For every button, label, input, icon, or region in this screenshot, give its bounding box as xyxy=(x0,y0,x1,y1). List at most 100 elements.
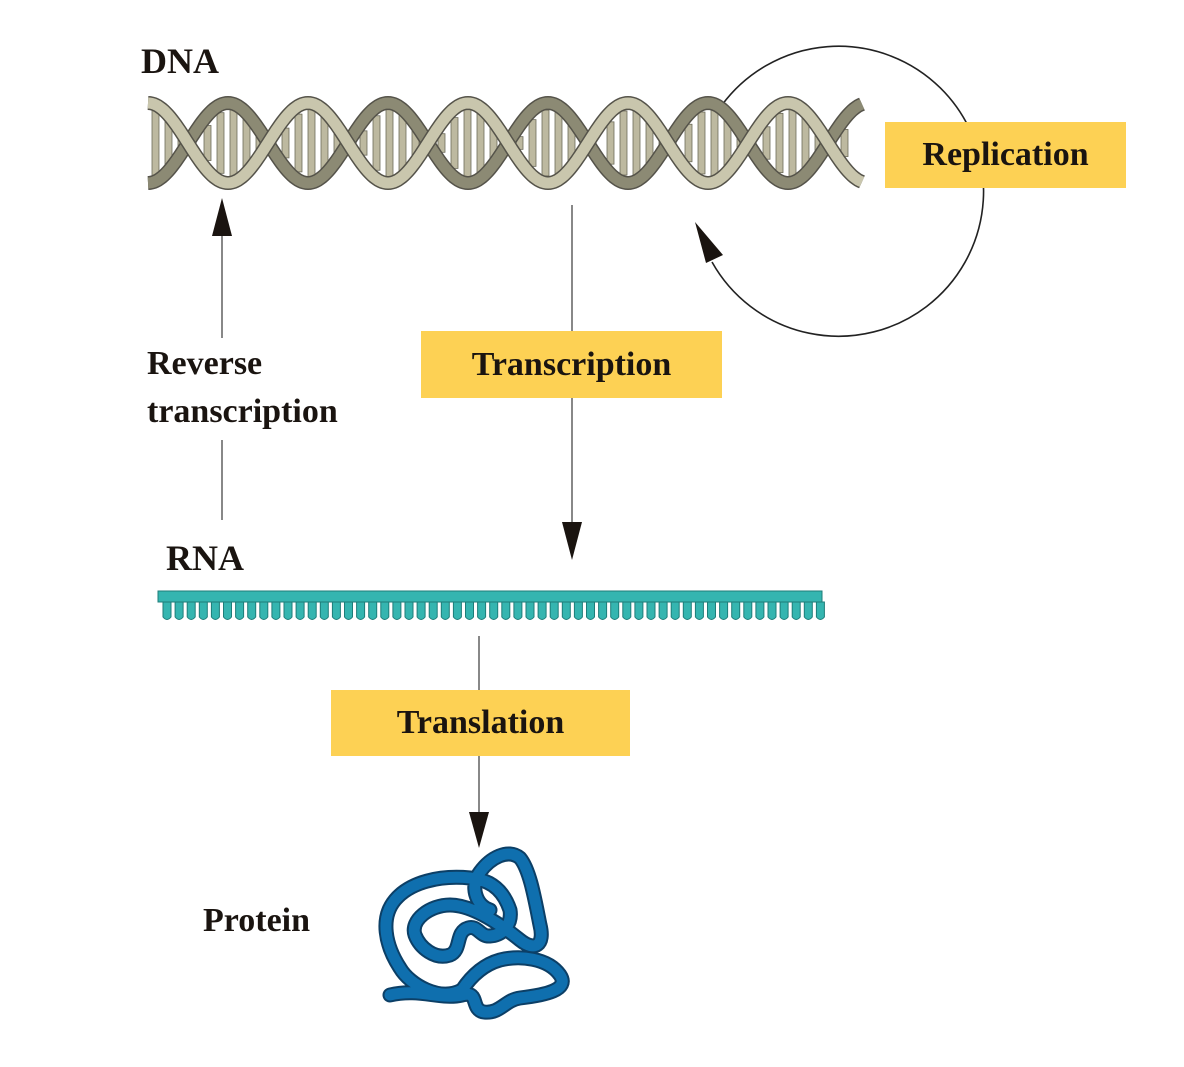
rna-label: RNA xyxy=(166,538,244,578)
rna-base xyxy=(622,601,632,620)
rna-base xyxy=(392,601,402,620)
rna-base xyxy=(477,601,487,620)
rna-base xyxy=(731,601,741,620)
rna-base xyxy=(682,601,692,620)
rna-backbone xyxy=(157,590,823,603)
dna-base-pair xyxy=(476,111,485,175)
dna-base-pair xyxy=(541,109,550,177)
rna-base xyxy=(501,601,511,620)
rna-base xyxy=(428,601,438,620)
dna-double-helix xyxy=(147,95,865,191)
rna-base xyxy=(658,601,668,620)
replication-cycle-arrow xyxy=(711,45,985,337)
reverse-transcription-label-line1: Reverse xyxy=(147,345,263,382)
rna-strand xyxy=(157,590,825,620)
reverse-transcription-label: Reverse transcription xyxy=(147,340,338,436)
dna-base-pair xyxy=(684,123,693,163)
translation-label: Translation xyxy=(396,704,565,741)
rna-base xyxy=(380,601,390,620)
rna-base xyxy=(440,601,450,620)
dna-strand-front xyxy=(147,97,865,189)
rna-base xyxy=(416,601,426,620)
dna-base-pair xyxy=(710,108,719,178)
replication-label: Replication xyxy=(922,136,1089,173)
dna-base-pair xyxy=(632,109,641,177)
rna-base xyxy=(271,601,281,620)
rna-base xyxy=(198,601,208,620)
rna-base xyxy=(223,601,232,620)
transcription-arrowhead xyxy=(562,522,582,560)
dna-base-pair xyxy=(463,109,472,177)
rna-base xyxy=(247,601,257,620)
dna-base-pair xyxy=(372,115,381,171)
replication-arrowhead xyxy=(695,222,723,263)
dna-base-pair xyxy=(385,108,394,178)
rna-base xyxy=(573,601,583,620)
rna-base xyxy=(646,601,656,620)
rna-base xyxy=(465,601,474,620)
rna-base xyxy=(283,601,293,620)
rna-base xyxy=(489,601,499,620)
translation-arrowhead xyxy=(469,812,489,848)
rna-base xyxy=(404,601,414,620)
protein-icon xyxy=(378,846,570,1020)
protein-label: Protein xyxy=(203,902,311,939)
dna-base-pair xyxy=(697,111,706,175)
dna-base-pair xyxy=(294,113,303,173)
dna-base-pair xyxy=(151,109,160,177)
dna-base-pair xyxy=(216,112,225,174)
rna-base xyxy=(331,601,341,620)
dna-base-pair xyxy=(307,108,316,178)
translation-label-box: Translation xyxy=(331,690,630,756)
rna-base xyxy=(779,601,789,620)
rna-base xyxy=(259,601,269,620)
dna-base-pair xyxy=(788,108,797,178)
dna-base-pair xyxy=(775,112,784,174)
rna-base xyxy=(368,601,378,620)
rna-base xyxy=(707,601,716,620)
rna-base xyxy=(452,601,462,620)
rna-base xyxy=(561,601,571,620)
rna-base xyxy=(186,601,196,620)
rna-base xyxy=(162,601,172,620)
rna-base xyxy=(791,601,801,620)
rna-base xyxy=(610,601,620,620)
rna-base xyxy=(537,601,547,620)
rna-base xyxy=(598,601,608,620)
rna-base xyxy=(344,601,353,620)
dna-base-pair xyxy=(606,121,615,165)
rna-base xyxy=(319,601,329,620)
rna-base xyxy=(210,601,220,620)
rna-base xyxy=(235,601,245,620)
dna-base-pair xyxy=(619,110,628,176)
dna-base-pair xyxy=(528,119,537,167)
rna-base xyxy=(356,601,366,620)
rna-base xyxy=(803,601,813,620)
reverse-transcription-label-line2: transcription xyxy=(147,393,338,430)
rna-base xyxy=(815,601,825,620)
rna-base xyxy=(174,601,184,620)
rna-base xyxy=(307,601,317,620)
dna-base-pair xyxy=(762,126,771,160)
replication-label-box: Replication xyxy=(885,122,1126,188)
rna-base xyxy=(694,601,704,620)
reverse-transcription-arrowhead xyxy=(212,198,232,236)
rna-base xyxy=(513,601,523,620)
transcription-label: Transcription xyxy=(471,345,672,383)
rna-base xyxy=(586,601,595,620)
rna-base xyxy=(549,601,559,620)
rna-base xyxy=(743,601,753,620)
rna-base xyxy=(719,601,729,620)
dna-label: DNA xyxy=(141,41,219,81)
dna-base-pair xyxy=(554,110,563,176)
rna-base xyxy=(634,601,644,620)
rna-base xyxy=(525,601,535,620)
transcription-label-box: Transcription xyxy=(421,331,722,398)
rna-base xyxy=(755,601,765,620)
rna-base xyxy=(670,601,680,620)
rna-base xyxy=(767,601,777,620)
dna-base-pair xyxy=(203,125,212,161)
dna-base-pair xyxy=(229,108,238,178)
rna-base xyxy=(295,601,305,620)
